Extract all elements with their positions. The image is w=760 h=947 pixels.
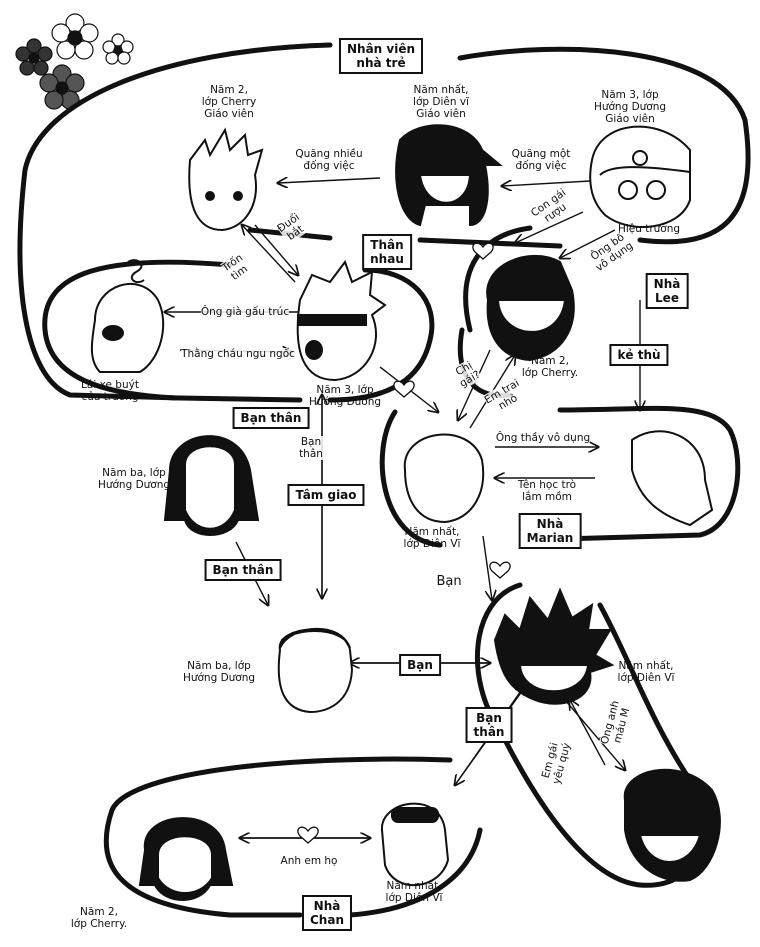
chan-loop	[103, 756, 483, 918]
nha-marian-tag: Nhà Marian	[518, 513, 582, 549]
goggles-kid-label: Năm nhất, lớp Diên Vĩ	[385, 880, 443, 904]
bus-loop	[42, 259, 435, 403]
dienvi-girl-label: Năm nhất, lớp Diên Vĩ	[403, 526, 461, 550]
rel-quang-nhieu: Quăng nhiều đống việc	[295, 148, 363, 172]
ban-than-tag-2: Bạn thân	[204, 559, 282, 581]
rel-ong-gia-gau-truc: Ông già gấu trúc	[200, 306, 290, 318]
staff-loop-right	[457, 46, 751, 245]
flower-icon	[15, 13, 134, 110]
dienvi-teacher-label: Năm nhất, lớp Diên vĩ Giáo viên	[413, 84, 469, 120]
spiky-loop	[474, 582, 707, 888]
ke-thu-tag: kẻ thù	[609, 344, 669, 366]
bus-driver-label: Lái xe buýt của trường	[81, 379, 139, 403]
tam-giao-tag: Tâm giao	[287, 484, 365, 506]
ban-than-tag-3: Bạn thân	[465, 707, 513, 743]
rel-thang-chau: Thằng cháu ngu ngốc	[181, 348, 295, 360]
hood-kid-label: Năm 2, lớp Cherry.	[70, 906, 128, 930]
character-face-icon	[90, 124, 721, 901]
staff-loop	[17, 42, 333, 401]
cherry-teacher-label: Năm 2, lớp Cherry Giáo viên	[201, 84, 257, 120]
cherry-boy-label: Năm 2, lớp Cherry.	[521, 355, 579, 379]
rel-ban-than-vertical: Bạn thân	[299, 436, 323, 460]
rel-anh-em-ho: Anh em họ	[280, 855, 338, 867]
principal-label: Năm 3, lớp Hướng Dương Giáo viên	[593, 89, 667, 125]
rel-ong-thay: Ông thầy vô dụng	[495, 432, 591, 444]
center-boy-label: Năm 3, lớp Hướng Dương	[308, 384, 382, 408]
than-nhau-tag: Thân nhau	[362, 234, 412, 270]
nun-kid-label: Năm ba, lớp Hướng Dương	[97, 467, 171, 491]
nursery-staff-tag: Nhân viên nhà trẻ	[338, 38, 424, 74]
nha-chan-tag: Nhà Chan	[302, 895, 352, 931]
nurse-kid-label: Năm ba, lớp Hướng Dương	[182, 660, 256, 684]
marian-loop	[379, 405, 741, 548]
principal-title-label: Hiệu trưởng	[617, 223, 681, 235]
ban-than-tag-1: Bạn thân	[232, 407, 310, 429]
rel-ten-hoc-tro: Tên học trò lắm mồm	[517, 479, 577, 503]
rel-quang-mot: Quăng một đống việc	[511, 148, 571, 172]
heart-icon	[297, 242, 511, 844]
spiky-kid-label: Năm nhất, lớp Diên Vĩ	[617, 660, 675, 684]
ban-tag: Bạn	[399, 654, 441, 676]
nha-lee-tag: Nhà Lee	[645, 273, 689, 309]
rel-ban-small: Bạn	[436, 574, 462, 589]
